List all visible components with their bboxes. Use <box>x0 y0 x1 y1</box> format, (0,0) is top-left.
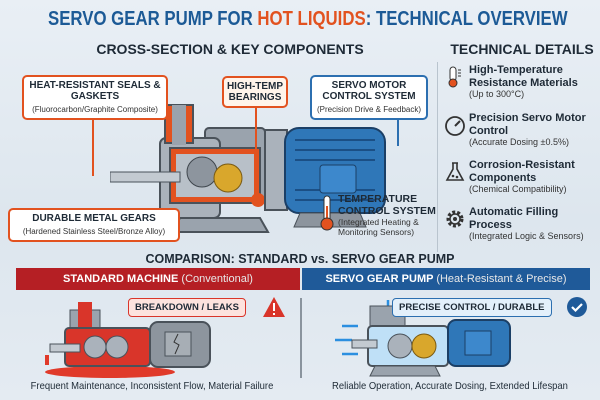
callout-metal-gears: DURABLE METAL GEARS(Hardened Stainless S… <box>8 208 180 242</box>
thermometer-icon <box>320 195 334 231</box>
comparison-heading: COMPARISON: STANDARD vs. SERVO GEAR PUMP <box>145 252 455 266</box>
cross-section-heading: CROSS-SECTION & KEY COMPONENTS <box>96 41 364 57</box>
page-title: SERVO GEAR PUMP FOR HOT LIQUIDS: TECHNIC… <box>48 8 568 30</box>
callout-servo-motor: SERVO MOTOR CONTROL SYSTEM(Precision Dri… <box>310 75 428 120</box>
breakdown-leaks-tag: BREAKDOWN / LEAKS <box>128 298 246 317</box>
standard-machine-header: STANDARD MACHINE (Conventional) <box>16 268 300 290</box>
detail-item-high-temperature: High-Temperature Resistance Materials(Up… <box>444 64 600 110</box>
detail-item-corrosion: Corrosion-Resistant Components(Chemical … <box>444 159 600 203</box>
divider <box>437 62 438 252</box>
warning-icon <box>263 297 285 317</box>
servo-pump-header: SERVO GEAR PUMP (Heat-Resistant & Precis… <box>302 268 590 290</box>
gauge-icon <box>445 116 465 136</box>
callout-seals-gaskets: HEAT-RESISTANT SEALS & GASKETS(Fluorocar… <box>22 75 168 120</box>
leader-line <box>255 106 257 176</box>
servo-pump-illustration <box>335 300 511 377</box>
technical-details-heading: TECHNICAL DETAILS <box>450 41 594 57</box>
leader-line <box>92 118 94 176</box>
flask-icon <box>445 162 465 181</box>
standard-caption: Frequent Maintenance, Inconsistent Flow,… <box>30 380 274 392</box>
gear-icon <box>446 210 464 228</box>
leader-line <box>397 118 399 146</box>
checkmark-icon <box>567 297 587 317</box>
callout-bearings: HIGH-TEMP BEARINGS <box>222 76 288 108</box>
detail-item-servo-control: Precision Servo Motor Control(Accurate D… <box>444 112 600 156</box>
servo-caption: Reliable Operation, Accurate Dosing, Ext… <box>332 380 568 392</box>
pump-cross-section-illustration <box>110 104 386 233</box>
standard-pump-illustration <box>45 302 211 378</box>
precise-control-tag: PRECISE CONTROL / DURABLE <box>392 298 552 317</box>
thermometer-icon <box>448 66 461 88</box>
divider <box>300 298 302 378</box>
callout-temperature-control: TEMPERATURE CONTROL SYSTEM(Integrated He… <box>338 193 436 237</box>
detail-item-automatic-filling: Automatic Filling Process(Integrated Log… <box>444 206 600 246</box>
